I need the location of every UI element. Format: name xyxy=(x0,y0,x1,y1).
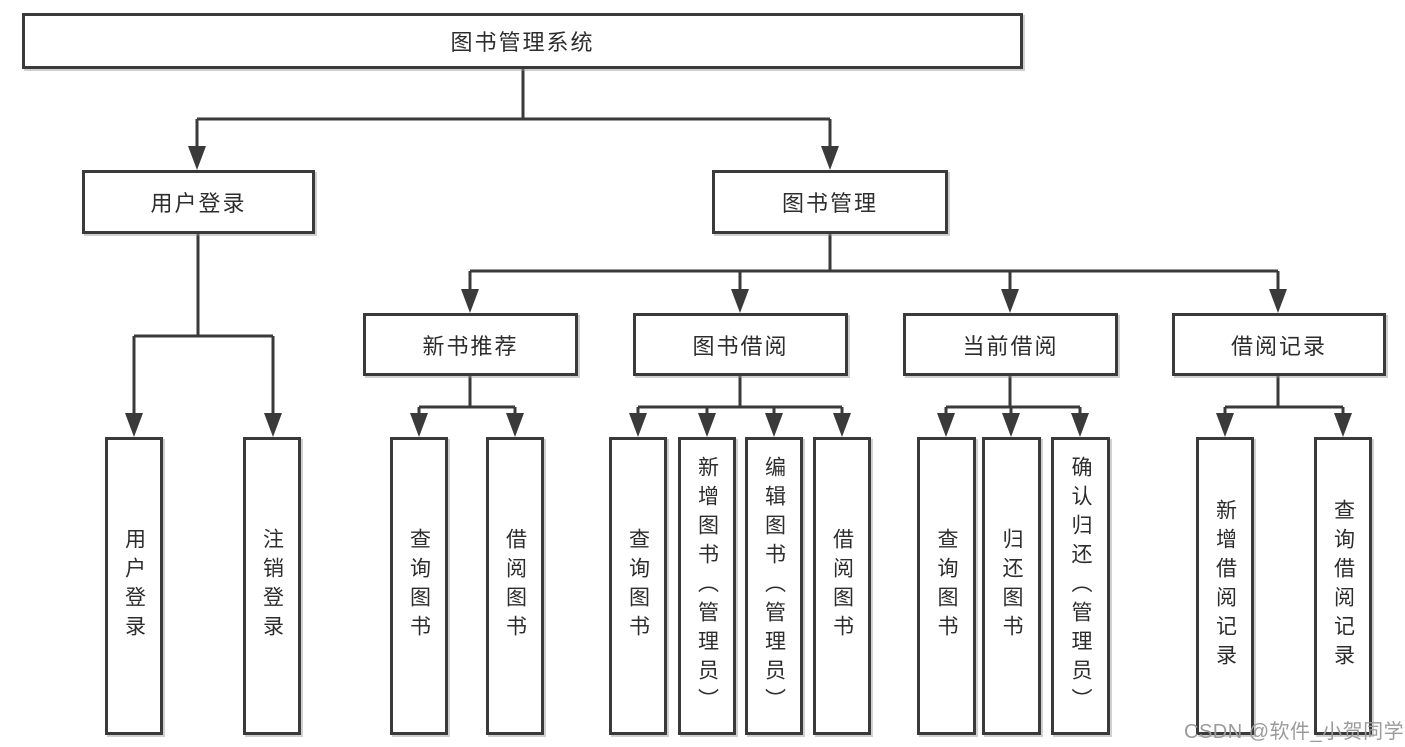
node-bb-borrow-books-label: 借阅图书 xyxy=(830,528,854,644)
node-logout-label: 注销登录 xyxy=(260,528,284,644)
connector-book-borrow-branch xyxy=(636,376,844,420)
node-bb-add-books-admin-label: 新增图书（管理员） xyxy=(695,455,719,717)
connector-borrow-records-branch xyxy=(1223,376,1345,420)
arrow-down-icon xyxy=(1269,289,1287,313)
arrow-down-icon xyxy=(1334,413,1352,437)
node-bb-borrow-books: 借阅图书 xyxy=(813,437,871,735)
node-br-query-record: 查询借阅记录 xyxy=(1314,437,1372,735)
node-book-borrow-label: 图书借阅 xyxy=(692,333,789,359)
node-nb-borrow-books-label: 借阅图书 xyxy=(503,528,527,644)
node-user-login-group-label: 用户登录 xyxy=(150,191,247,216)
node-bb-add-books-admin: 新增图书（管理员） xyxy=(678,437,736,735)
arrow-down-icon xyxy=(833,413,851,437)
node-bb-edit-books-admin: 编辑图书（管理员） xyxy=(745,437,803,735)
node-user-login-group: 用户登录 xyxy=(82,170,315,234)
arrow-down-icon xyxy=(264,413,282,437)
node-bb-query-books: 查询图书 xyxy=(609,437,667,735)
connector-root-branch xyxy=(195,69,832,152)
arrow-down-icon xyxy=(1216,413,1234,437)
arrowheads-group xyxy=(125,146,1352,437)
node-br-add-record-label: 新增借阅记录 xyxy=(1213,499,1237,673)
node-nb-query-books: 查询图书 xyxy=(390,437,448,735)
arrow-down-icon xyxy=(125,413,143,437)
node-br-add-record: 新增借阅记录 xyxy=(1196,437,1254,735)
node-cb-query-books-label: 查询图书 xyxy=(935,528,958,644)
arrow-down-icon xyxy=(461,289,479,313)
node-book-borrow: 图书借阅 xyxy=(633,313,848,376)
node-cb-return-books-label: 归还图书 xyxy=(1000,528,1023,644)
arrow-down-icon xyxy=(629,413,647,437)
connector-user-login-branch xyxy=(132,234,275,420)
node-user-login: 用户登录 xyxy=(105,437,163,735)
arrow-down-icon xyxy=(1002,413,1020,437)
node-current-borrow: 当前借阅 xyxy=(903,313,1118,376)
arrow-down-icon xyxy=(765,413,783,437)
node-root-label: 图书管理系统 xyxy=(450,30,595,55)
node-new-book-rec-label: 新书推荐 xyxy=(422,333,519,359)
arrow-down-icon xyxy=(1001,289,1019,313)
node-bb-query-books-label: 查询图书 xyxy=(626,528,650,644)
node-nb-query-books-label: 查询图书 xyxy=(407,528,431,644)
arrow-down-icon xyxy=(821,146,839,170)
arrow-down-icon xyxy=(731,289,749,313)
node-cb-return-books: 归还图书 xyxy=(982,437,1041,735)
node-book-mgmt-group: 图书管理 xyxy=(712,170,948,234)
csdn-watermark: CSDN @软件_小贺同学 xyxy=(1184,721,1405,743)
node-current-borrow-label: 当前借阅 xyxy=(962,333,1059,359)
node-logout: 注销登录 xyxy=(243,437,301,735)
node-user-login-label: 用户登录 xyxy=(122,528,146,644)
node-borrow-records-label: 借阅记录 xyxy=(1230,333,1327,359)
node-br-query-record-label: 查询借阅记录 xyxy=(1331,499,1355,673)
arrow-down-icon xyxy=(698,413,716,437)
node-nb-borrow-books: 借阅图书 xyxy=(486,437,544,735)
connector-new-book-rec-branch xyxy=(417,376,517,420)
arrow-down-icon xyxy=(506,413,524,437)
node-borrow-records: 借阅记录 xyxy=(1172,313,1386,376)
connector-book-mgmt-branch xyxy=(468,234,1280,297)
arrow-down-icon xyxy=(188,146,206,170)
arrow-down-icon xyxy=(1071,413,1089,437)
arrow-down-icon xyxy=(937,413,955,437)
node-cb-query-books: 查询图书 xyxy=(917,437,976,735)
arrow-down-icon xyxy=(410,413,428,437)
node-cb-confirm-return-admin: 确认归还（管理员） xyxy=(1051,437,1110,735)
node-root: 图书管理系统 xyxy=(22,13,1023,69)
node-book-mgmt-group-label: 图书管理 xyxy=(781,191,878,216)
node-bb-edit-books-admin-label: 编辑图书（管理员） xyxy=(762,455,786,717)
node-new-book-rec: 新书推荐 xyxy=(363,313,578,376)
node-cb-confirm-return-admin-label: 确认归还（管理员） xyxy=(1069,455,1092,717)
